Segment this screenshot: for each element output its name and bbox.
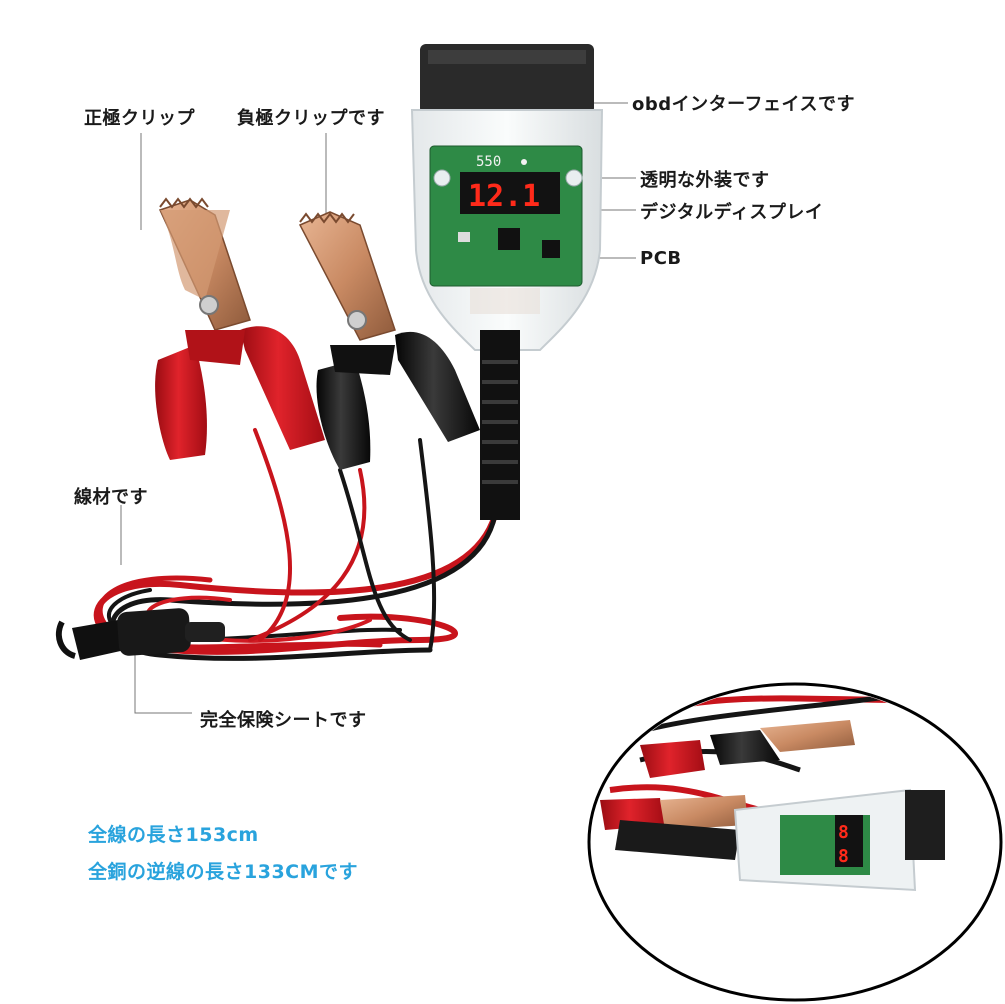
fuse-sheet-label: 完全保険シートです	[200, 710, 367, 731]
display-reading: 12.1	[468, 179, 540, 214]
obd-connector	[410, 44, 604, 520]
positive-clip	[155, 197, 325, 460]
digital-display-label: デジタルディスプレイ	[640, 202, 824, 223]
negative-clip-label: 負極クリップです	[237, 108, 385, 129]
wire-label: 線材です	[74, 487, 148, 508]
copper-length-spec: 全銅の逆線の長さ133CMです	[88, 861, 359, 883]
fuse-holder	[55, 608, 225, 660]
board-marking: 550	[476, 154, 501, 170]
obd-interface-label: obdインターフェイスです	[632, 94, 856, 115]
positive-clip-label: 正極クリップ	[84, 108, 195, 129]
total-length-spec: 全線の長さ153cm	[88, 824, 259, 846]
svg-text:8: 8	[838, 822, 849, 843]
inset-photo: 8 8	[587, 682, 1003, 1002]
pcb-label: PCB	[640, 248, 682, 269]
negative-clip	[298, 211, 480, 470]
svg-text:8: 8	[838, 846, 849, 867]
transparent-case-label: 透明な外装です	[640, 170, 770, 191]
